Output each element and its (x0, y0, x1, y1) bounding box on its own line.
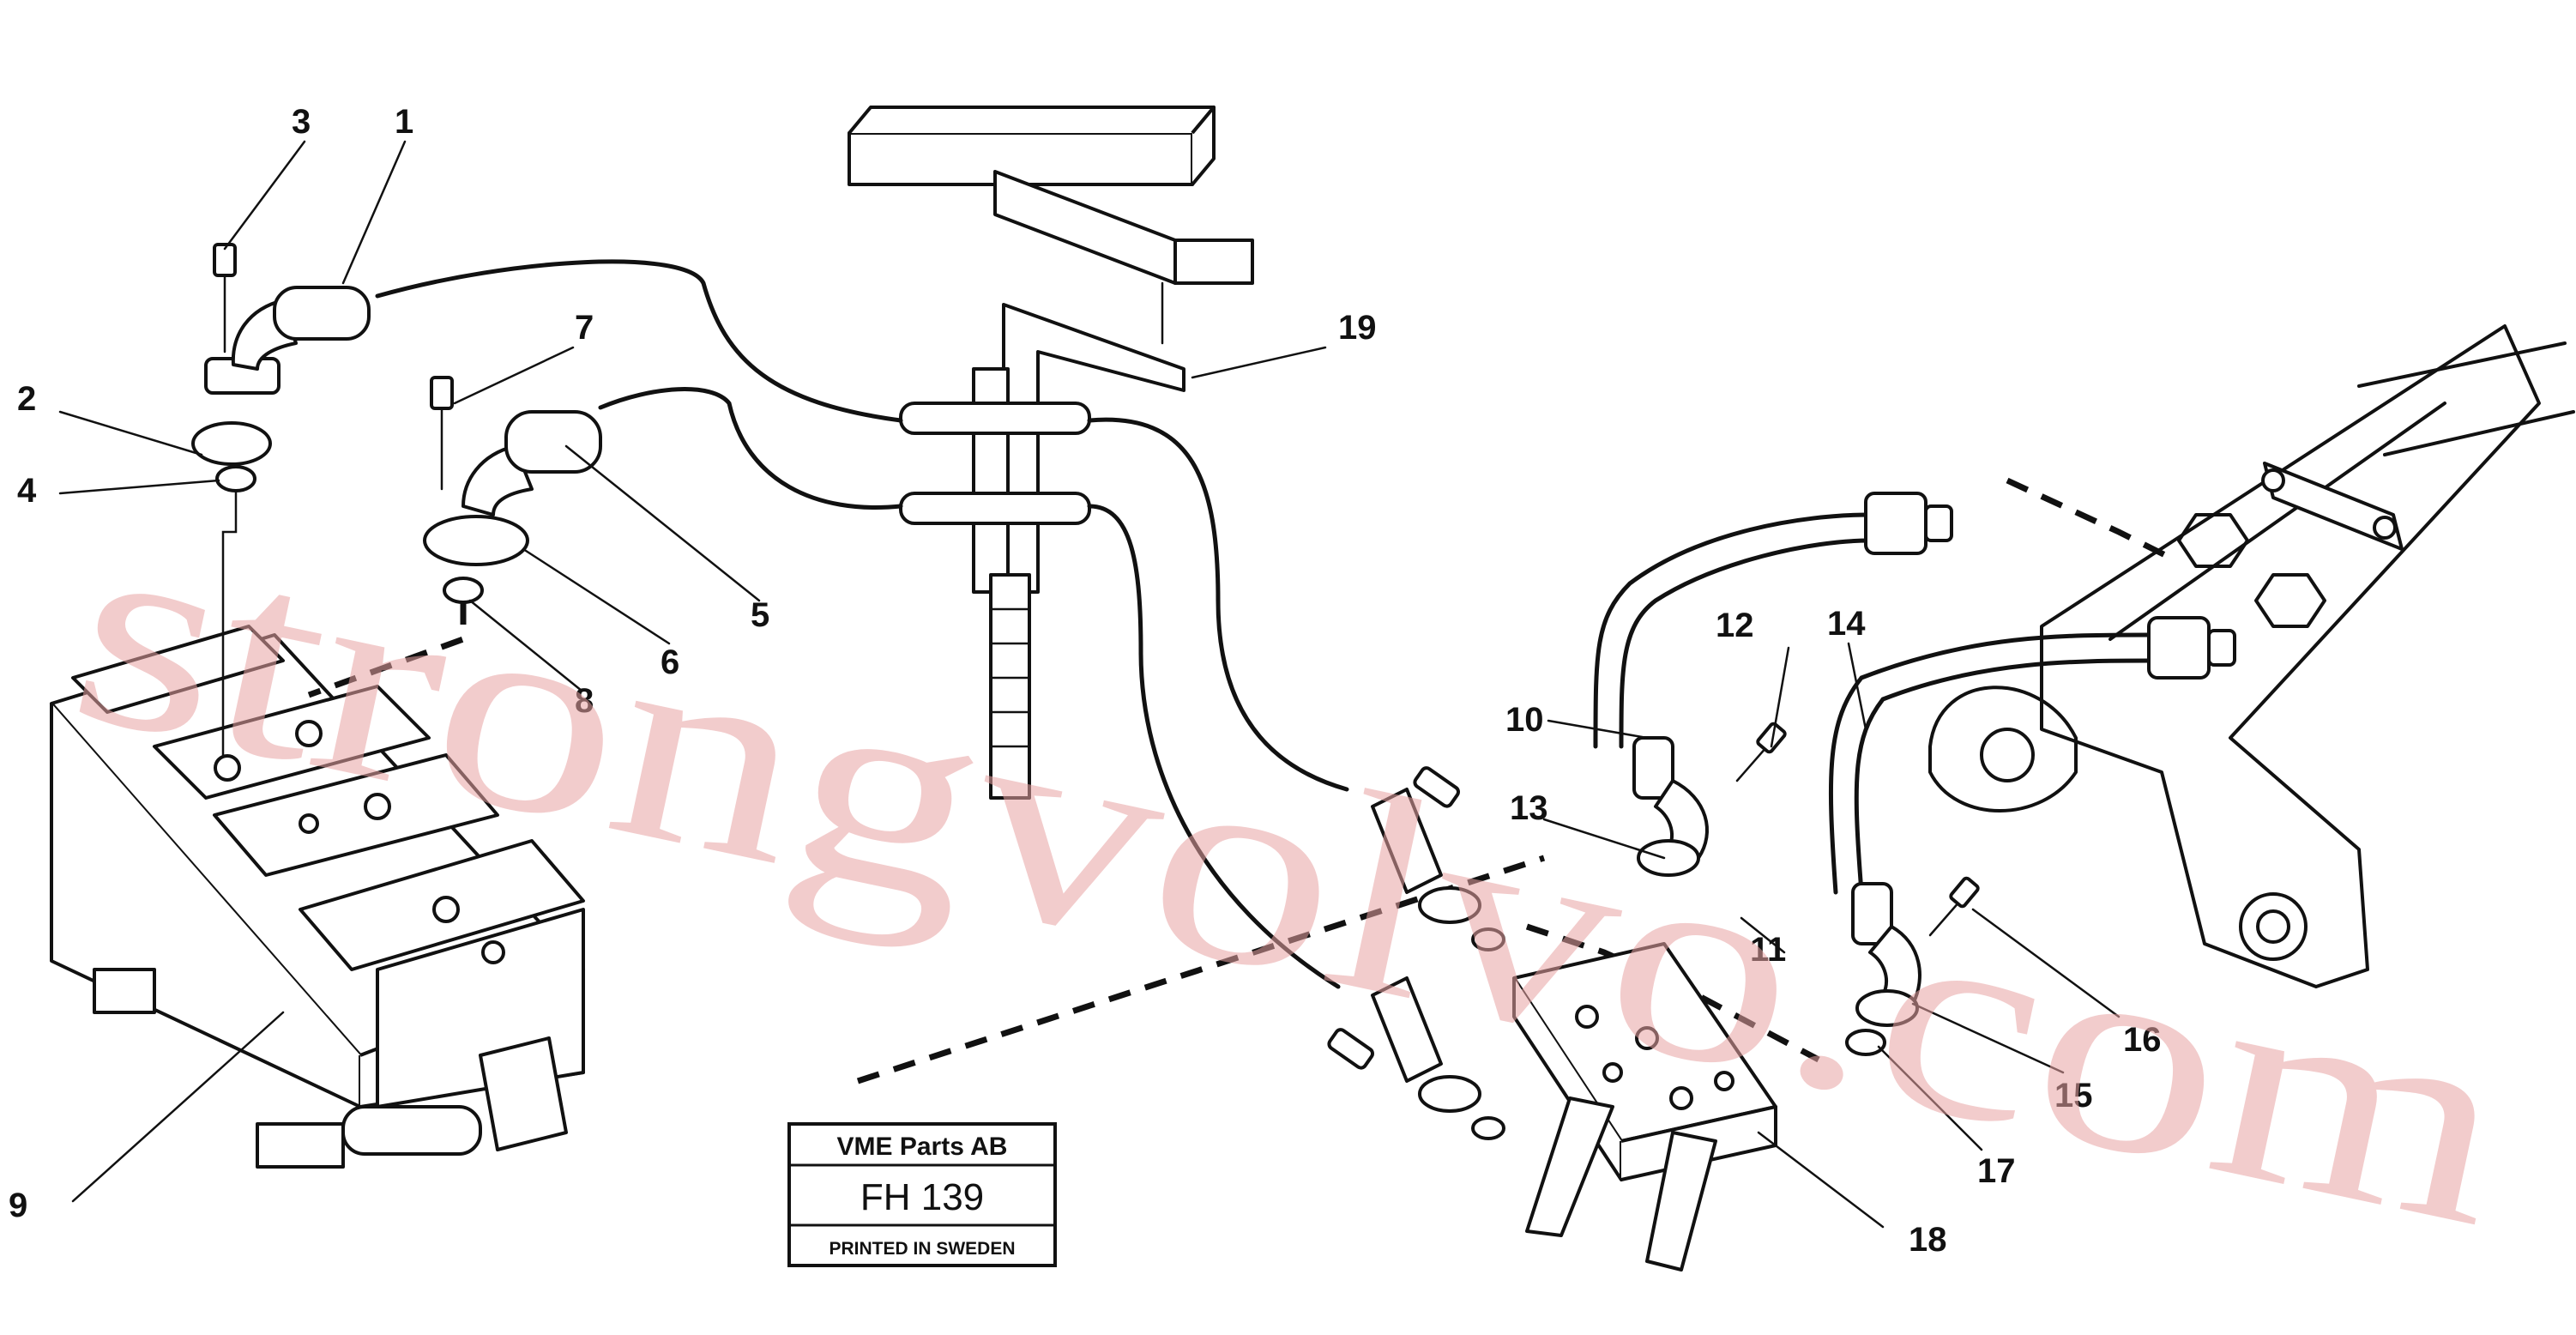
center-hose-fitting (423, 376, 602, 604)
stamp-footer: PRINTED IN SWEDEN (829, 1239, 1015, 1259)
stamp-company: VME Parts AB (837, 1133, 1008, 1161)
callout-label: 12 (1716, 607, 1754, 644)
boom-arm (1928, 324, 2575, 988)
callout-label: 14 (1827, 605, 1866, 643)
callout-label: 11 (1750, 931, 1786, 969)
callout-label: 7 (575, 309, 594, 347)
callouts: 1 2 3 4 5 6 7 8 9 10 11 12 13 14 15 16 1… (9, 103, 2162, 1259)
callout-label: 8 (575, 682, 594, 720)
callout-label: 4 (17, 472, 37, 510)
callout-label: 18 (1909, 1221, 1947, 1259)
callout-label: 5 (751, 596, 769, 634)
callout-label: 13 (1510, 789, 1548, 827)
callout-label: 17 (1977, 1152, 2016, 1190)
callout-label: 3 (292, 103, 311, 141)
hanger-bracket (899, 303, 1185, 800)
control-valve-block (50, 625, 585, 1169)
callout-label: 6 (661, 643, 679, 681)
hose-end-fittings (1632, 492, 2326, 1056)
callout-label: 19 (1338, 309, 1377, 347)
left-hose-fitting (191, 243, 371, 757)
overhead-t-bracket (848, 106, 1254, 345)
hydraulic-hoses (375, 259, 2156, 989)
callout-label: 1 (395, 103, 413, 141)
leader-lines (58, 140, 2121, 1229)
callout-label: 15 (2054, 1077, 2093, 1115)
stamp-code: FH 139 (860, 1176, 984, 1218)
bolts (1735, 722, 1980, 937)
callout-label: 16 (2123, 1021, 2162, 1059)
callout-label: 2 (17, 380, 36, 418)
callout-label: 10 (1505, 701, 1544, 739)
pedal-valve (1327, 766, 1777, 1272)
callout-label: 9 (9, 1187, 27, 1224)
title-stamp: VME Parts AB FH 139 PRINTED IN SWEDEN (787, 1122, 1057, 1267)
